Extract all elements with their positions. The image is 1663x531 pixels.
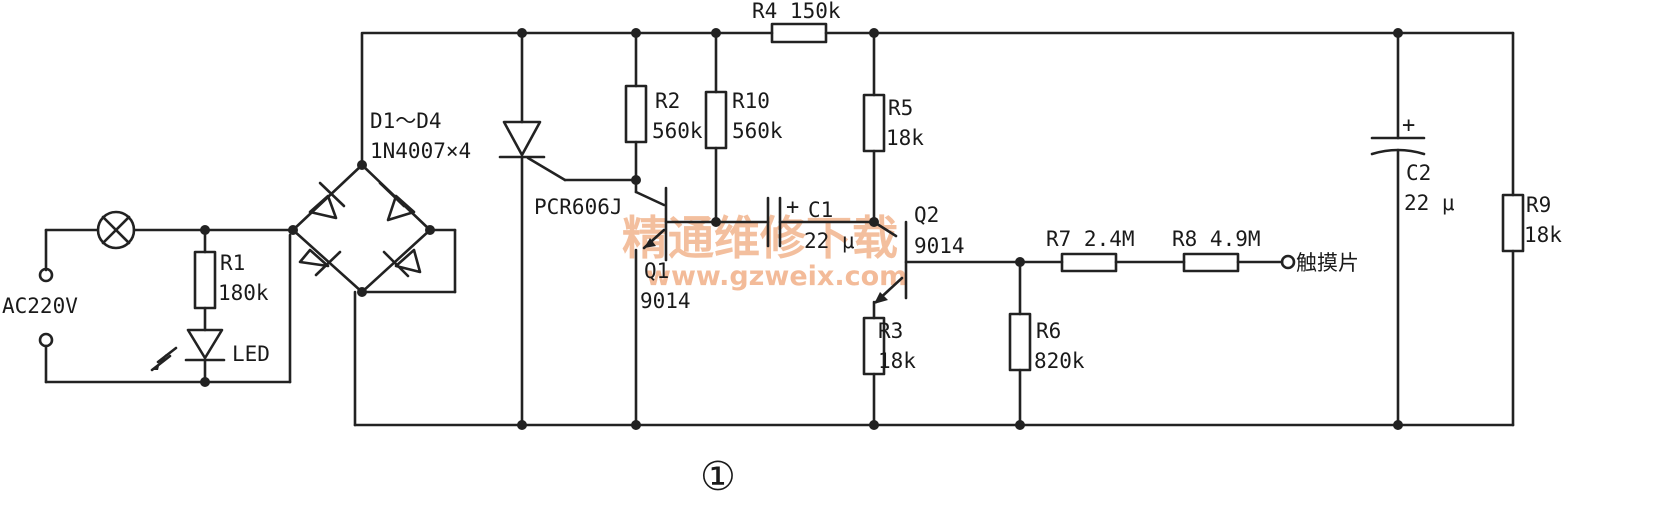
touch-plate-terminal	[1280, 254, 1296, 270]
label-c2: C2	[1406, 161, 1431, 185]
lamp-symbol	[96, 210, 136, 250]
label-r9: R9	[1526, 193, 1551, 217]
resistor-r2	[624, 28, 648, 185]
label-q2: Q2	[914, 203, 939, 227]
label-d-part: 1N4007×4	[370, 139, 471, 163]
label-r6: R6	[1036, 319, 1061, 343]
resistor-r5	[862, 28, 886, 227]
label-c1-plus: +	[786, 195, 799, 220]
bridge-rectifier	[288, 31, 457, 427]
capacitor-c2	[1370, 28, 1426, 430]
label-r6-value: 820k	[1034, 349, 1085, 373]
label-r3: R3	[878, 319, 903, 343]
label-r5: R5	[888, 96, 913, 120]
transistor-q1	[631, 178, 718, 430]
label-r8: R8 4.9M	[1172, 227, 1261, 251]
label-r10-value: 560k	[732, 119, 783, 143]
figure-number: ①	[700, 454, 736, 500]
label-q1-part: 9014	[640, 289, 691, 313]
label-d-range: D1～D4	[370, 109, 442, 133]
resistor-r1	[193, 228, 217, 332]
resistor-r8	[1182, 252, 1284, 273]
label-q1: Q1	[644, 259, 669, 283]
label-r7: R7 2.4M	[1046, 227, 1135, 251]
resistor-r6	[1008, 257, 1032, 430]
label-r1-value: 180k	[218, 281, 269, 305]
label-r1: R1	[220, 251, 245, 275]
transistor-q2	[872, 220, 1022, 320]
label-c2-plus: +	[1402, 113, 1415, 138]
label-r2: R2	[655, 89, 680, 113]
label-scr: PCR606J	[534, 195, 623, 219]
resistor-r4	[770, 22, 828, 44]
watermark-url: www.gzweix.com	[646, 261, 907, 292]
label-q2-part: 9014	[914, 234, 965, 258]
ac-input	[38, 228, 292, 384]
resistor-r3	[862, 316, 886, 430]
led-symbol	[150, 328, 226, 384]
label-c2-value: 22 μ	[1404, 191, 1455, 215]
label-led: LED	[232, 342, 270, 366]
label-r10: R10	[732, 89, 770, 113]
label-r9-value: 18k	[1524, 223, 1562, 247]
resistor-r7	[1018, 252, 1186, 273]
capacitor-c1	[714, 196, 876, 248]
label-r2-value: 560k	[652, 119, 703, 143]
label-touch-plate: 触摸片	[1296, 251, 1359, 275]
watermark-chinese: 精通维修下载	[622, 211, 898, 265]
label-r4: R4 150k	[752, 0, 841, 23]
scr-pcr606j	[498, 28, 638, 430]
label-r5-value: 18k	[886, 126, 924, 150]
label-ac-input: AC220V	[2, 294, 78, 318]
resistor-r9	[1501, 31, 1525, 427]
label-c1: C1	[808, 198, 833, 222]
resistor-r10	[704, 28, 728, 227]
label-c1-value: 22 μ	[804, 229, 855, 253]
label-r3-value: 18k	[878, 349, 916, 373]
